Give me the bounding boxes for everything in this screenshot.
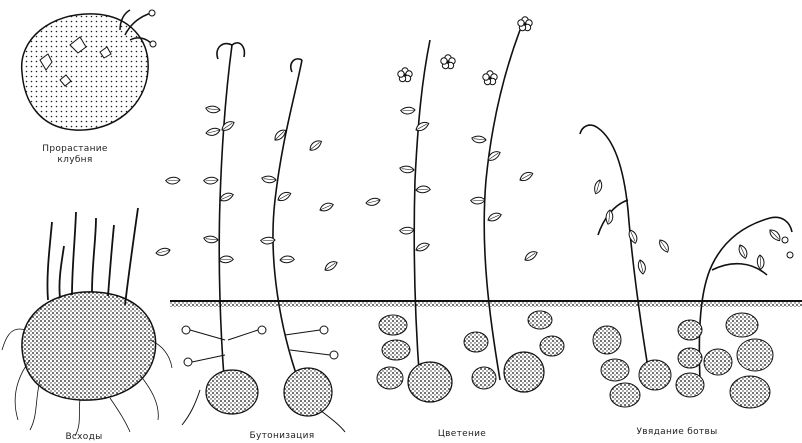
sprouting-tuber [22,10,156,130]
shoots-tuber [2,208,172,436]
caption-wilting: Увядание ботвы [612,427,742,438]
budding-plant [156,43,345,432]
wilting-plant [580,125,793,408]
flowering-plant [366,17,564,402]
caption-sprouting-line1: Прорастание [20,144,130,155]
caption-flowering: Цветение [402,429,522,440]
caption-sprouting-tuber: Прорастание клубня [20,144,130,166]
caption-budding: Бутонизация [222,431,342,442]
caption-sprouting-line2: клубня [20,155,130,166]
soil-surface [170,300,802,307]
caption-shoots: Всходы [44,432,124,443]
